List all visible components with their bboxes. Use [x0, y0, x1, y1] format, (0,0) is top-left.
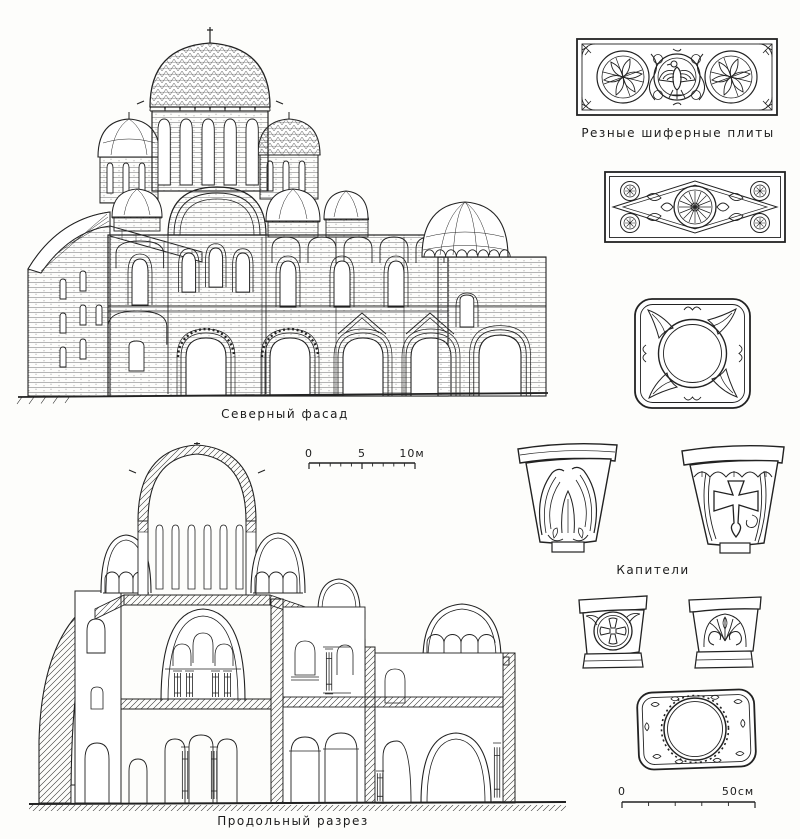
facade-right-dome-3	[323, 190, 369, 238]
slate-plate-rosettes	[604, 171, 786, 243]
facade-right-annex	[421, 201, 547, 397]
slate-plate-eagle	[576, 38, 778, 116]
acanthus-leaves	[538, 466, 598, 542]
svg-text:0: 0	[305, 447, 313, 460]
facade-central-dome	[136, 27, 284, 192]
capital-top-view-1	[634, 298, 751, 409]
capital-acanthus	[517, 442, 618, 553]
section-right-small-dome	[250, 532, 306, 594]
section-ground-arcade	[128, 734, 238, 804]
border-scroll-ornament	[644, 694, 746, 765]
plate2-corner-rosettes	[620, 181, 770, 233]
medallion-cross	[599, 617, 627, 645]
capC-corner-leaves	[585, 612, 641, 626]
section-caption: Продольный разрез	[217, 814, 369, 828]
facade-left-apse	[27, 211, 111, 397]
cross-capital-details	[703, 470, 767, 544]
section-central-dome	[123, 442, 271, 606]
plate-eagle-medallion	[653, 53, 701, 101]
capital-cross	[681, 444, 785, 554]
plate-corner-fans	[581, 43, 773, 111]
facade-left-dome	[97, 112, 161, 204]
plates-caption: Резные шиферные плиты	[581, 126, 775, 140]
facade-drawing	[16, 27, 549, 405]
plate-rosette-right	[704, 50, 758, 104]
capital-top-corner-leaves	[646, 307, 739, 400]
capital-palmette	[688, 596, 762, 669]
plate2-interlace	[646, 193, 744, 221]
facade-ground-line	[16, 392, 549, 405]
plate-rosette-left	[596, 50, 650, 104]
facade-right-dome-2	[265, 188, 321, 238]
eagle-figure	[658, 60, 696, 99]
facade-caption: Северный фасад	[221, 407, 349, 421]
palmette-ornament	[703, 613, 747, 648]
svg-text:5: 5	[358, 447, 366, 460]
facade-left-front-domelet	[111, 188, 163, 232]
svg-text:0: 0	[618, 785, 626, 798]
capital-top-edge-ornament	[642, 306, 743, 401]
scale-bar-meters: 0 5 10м	[305, 447, 424, 469]
section-ground-line	[28, 801, 567, 811]
svg-text:50см: 50см	[722, 785, 754, 798]
capital-top-view-2	[636, 688, 757, 771]
cross-pattee	[713, 480, 759, 539]
facade-main-wall	[107, 186, 546, 397]
section-drawing	[28, 442, 567, 811]
capital-cross-medallion	[578, 595, 648, 669]
plate-interlace	[649, 48, 705, 106]
section-right-bays	[282, 606, 504, 804]
plate2-central-rosette	[673, 185, 717, 229]
svg-text:10м: 10м	[399, 447, 424, 460]
section-central-arch	[120, 608, 272, 710]
section-cut-piers	[270, 598, 516, 804]
scale-bar-centimeters: 0 50см	[618, 785, 756, 808]
capitals-caption: Капители	[616, 563, 690, 577]
section-left-wall	[74, 590, 122, 804]
